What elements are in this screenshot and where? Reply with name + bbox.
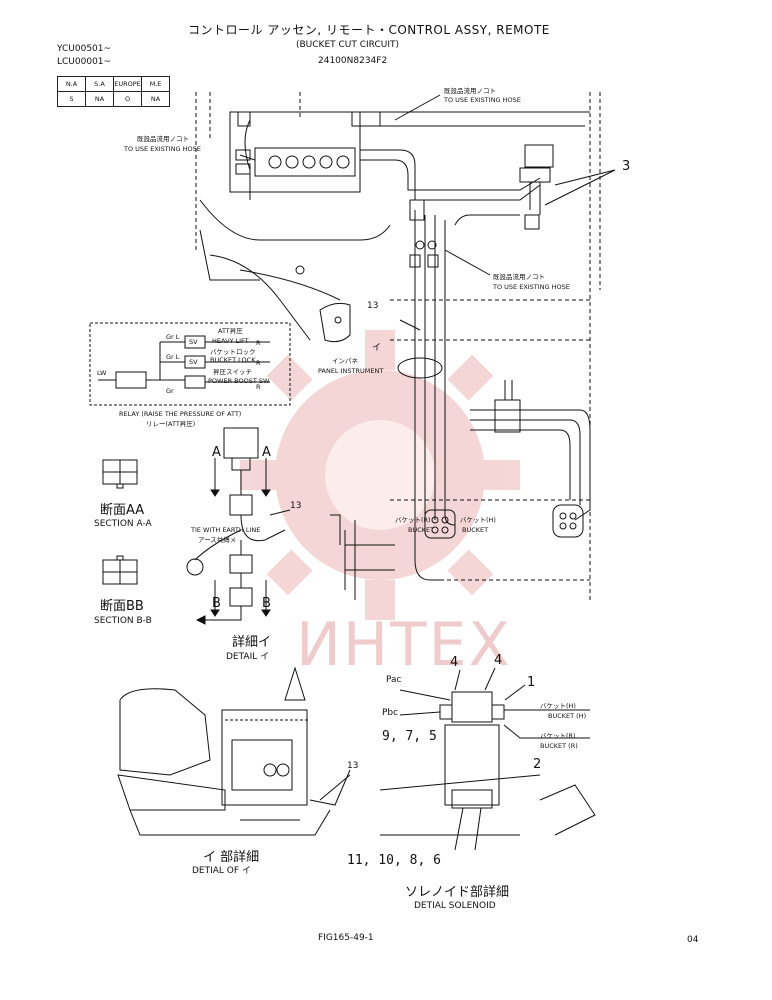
relay-label-jp: リレー(ATT昇圧) [146, 420, 196, 428]
existing-hose-en-left: TO USE EXISTING HOSE [124, 145, 201, 153]
heavy-lift-label: HEAVY LIFT [212, 337, 249, 345]
callout-9-7-5: 9, 7, 5 [382, 729, 437, 744]
callout-1: 1 [527, 675, 536, 690]
section-aa-label: SECTION A-A [94, 519, 152, 529]
relay-label-en: RELAY (RAISE THE PRESSURE OF ATT) [119, 410, 242, 418]
section-aa-connector [102, 459, 138, 489]
tie-earth-jp: アース共縛メ [198, 536, 237, 544]
sv-label-1: SV [189, 338, 198, 346]
existing-hose-jp-top: 既設品流用ノコト [444, 87, 496, 95]
detail-of-i-jp: イ 部詳細 [203, 850, 260, 865]
power-boost-jp: 昇圧スイッチ [213, 368, 252, 376]
pac-port: Pac [386, 675, 402, 685]
section-aa-jp: 断面AA [100, 503, 145, 518]
bucket-lock-label: BUCKET LOCK [210, 356, 256, 364]
bucket-h-jp-detail: バケット(H) [540, 702, 576, 710]
detail-i-label: DETAIL イ [226, 652, 270, 662]
title-line-1: コントロール アッセン, リモート・CONTROL ASSY, REMOTE [188, 23, 550, 37]
title-line-2: (BUCKET CUT CIRCUIT) [296, 40, 400, 50]
lw-label: LW [97, 369, 107, 377]
callout-3: 3 [622, 159, 631, 174]
panel-instrument-jp: インパネ [332, 357, 358, 365]
att-label-jp: ATT昇圧 [218, 327, 243, 335]
watermark-gear-logo [240, 330, 520, 620]
cut-b-right: B [262, 596, 271, 611]
bucket-lock-jp: バケットロック [210, 348, 256, 356]
callout-13-detail: 13 [290, 501, 302, 511]
market-value: NA [85, 91, 114, 107]
watermark-text: ИНТЕХ [296, 610, 512, 680]
solenoid-valve-mid [494, 380, 521, 433]
section-bb-label: SECTION B-B [94, 616, 152, 626]
section-bb-jp: 断面BB [100, 599, 144, 614]
market-value: NA [141, 91, 170, 107]
bucket-connectors [330, 504, 584, 600]
detail-i-jp: 詳細イ [232, 635, 272, 650]
callout-13-seat: 13 [347, 761, 359, 771]
leader-lines [239, 94, 616, 801]
relay [186, 427, 286, 625]
r-label-3: R [256, 383, 261, 391]
serial-range-2: LCU00001~ [57, 57, 112, 67]
serial-range-1: YCU00501~ [57, 44, 112, 54]
market-header: EUROPE [113, 76, 142, 92]
bucket-r-en-detail: BUCKET (R) [540, 742, 578, 750]
bucket-r-jp: バケット(R) [395, 516, 431, 524]
grl-label-1: Gr L [166, 333, 180, 341]
callout-13-top: 13 [367, 301, 379, 311]
schematic-box [89, 322, 291, 406]
tie-earth-en: TIE WITH EARTH LINE [191, 526, 261, 534]
bucket-label-h: BUCKET [462, 526, 489, 534]
gr-label: Gr [166, 387, 174, 395]
existing-hose-en-top: TO USE EXISTING HOSE [444, 96, 521, 104]
solenoid-top-right [519, 144, 554, 230]
existing-hose-jp-mid: 既設品流用ノコト [493, 273, 545, 281]
existing-hose-en-mid: TO USE EXISTING HOSE [493, 283, 570, 291]
pbc-port: Pbc [382, 708, 399, 718]
figure-number: FIG165-49-1 [318, 933, 374, 943]
sv-label-2: SV [189, 358, 198, 366]
seat-console-drawing [117, 666, 351, 836]
page-number: 04 [687, 935, 699, 945]
solenoid-detail-jp: ソレノイド部詳細 [405, 885, 510, 900]
market-header: M.E [141, 76, 170, 92]
existing-hose-jp-left: 既設品流用ノコト [137, 135, 189, 143]
r-label-2: R [256, 359, 261, 367]
cab-frame [209, 254, 351, 343]
callout-4-right: 4 [494, 653, 503, 668]
panel-i-marker: イ [372, 343, 382, 353]
cut-a-left: A [212, 445, 221, 460]
callout-4-left: 4 [450, 655, 459, 670]
part-number: 24100N8234F2 [318, 56, 388, 66]
cut-b-left: B [212, 596, 221, 611]
solenoid-detail-drawing [379, 667, 596, 851]
market-value: O [113, 91, 142, 107]
r-label-1: R [256, 339, 261, 347]
market-header: N.A [57, 76, 86, 92]
grl-label-2: Gr L [166, 353, 180, 361]
market-header: S.A [85, 76, 114, 92]
panel-instrument-en: PANEL INSTRUMENT [318, 367, 384, 375]
solenoid-detail-label: DETIAL SOLENOID [414, 901, 496, 911]
bucket-label-r: BUCKET [408, 526, 435, 534]
bucket-r-jp-detail: バケット(R) [540, 732, 576, 740]
callout-2: 2 [533, 757, 542, 772]
market-value: S [57, 91, 86, 107]
hose-lines [244, 119, 591, 581]
cut-a-right: A [262, 445, 271, 460]
pilot-fittings [397, 199, 443, 379]
detail-of-i-label: DETIAL OF イ [192, 866, 251, 876]
market-table: N.A S.A EUROPE M.E S NA O NA [57, 76, 170, 107]
control-valve-block [199, 111, 590, 281]
bucket-h-jp: バケット(H) [460, 516, 496, 524]
callout-11-10-8-6: 11, 10, 8, 6 [347, 853, 441, 868]
bucket-h-en-detail: BUCKET (H) [548, 712, 587, 720]
section-bb-connector [102, 555, 138, 585]
power-boost-label: POWER BOOST SW [208, 377, 270, 385]
